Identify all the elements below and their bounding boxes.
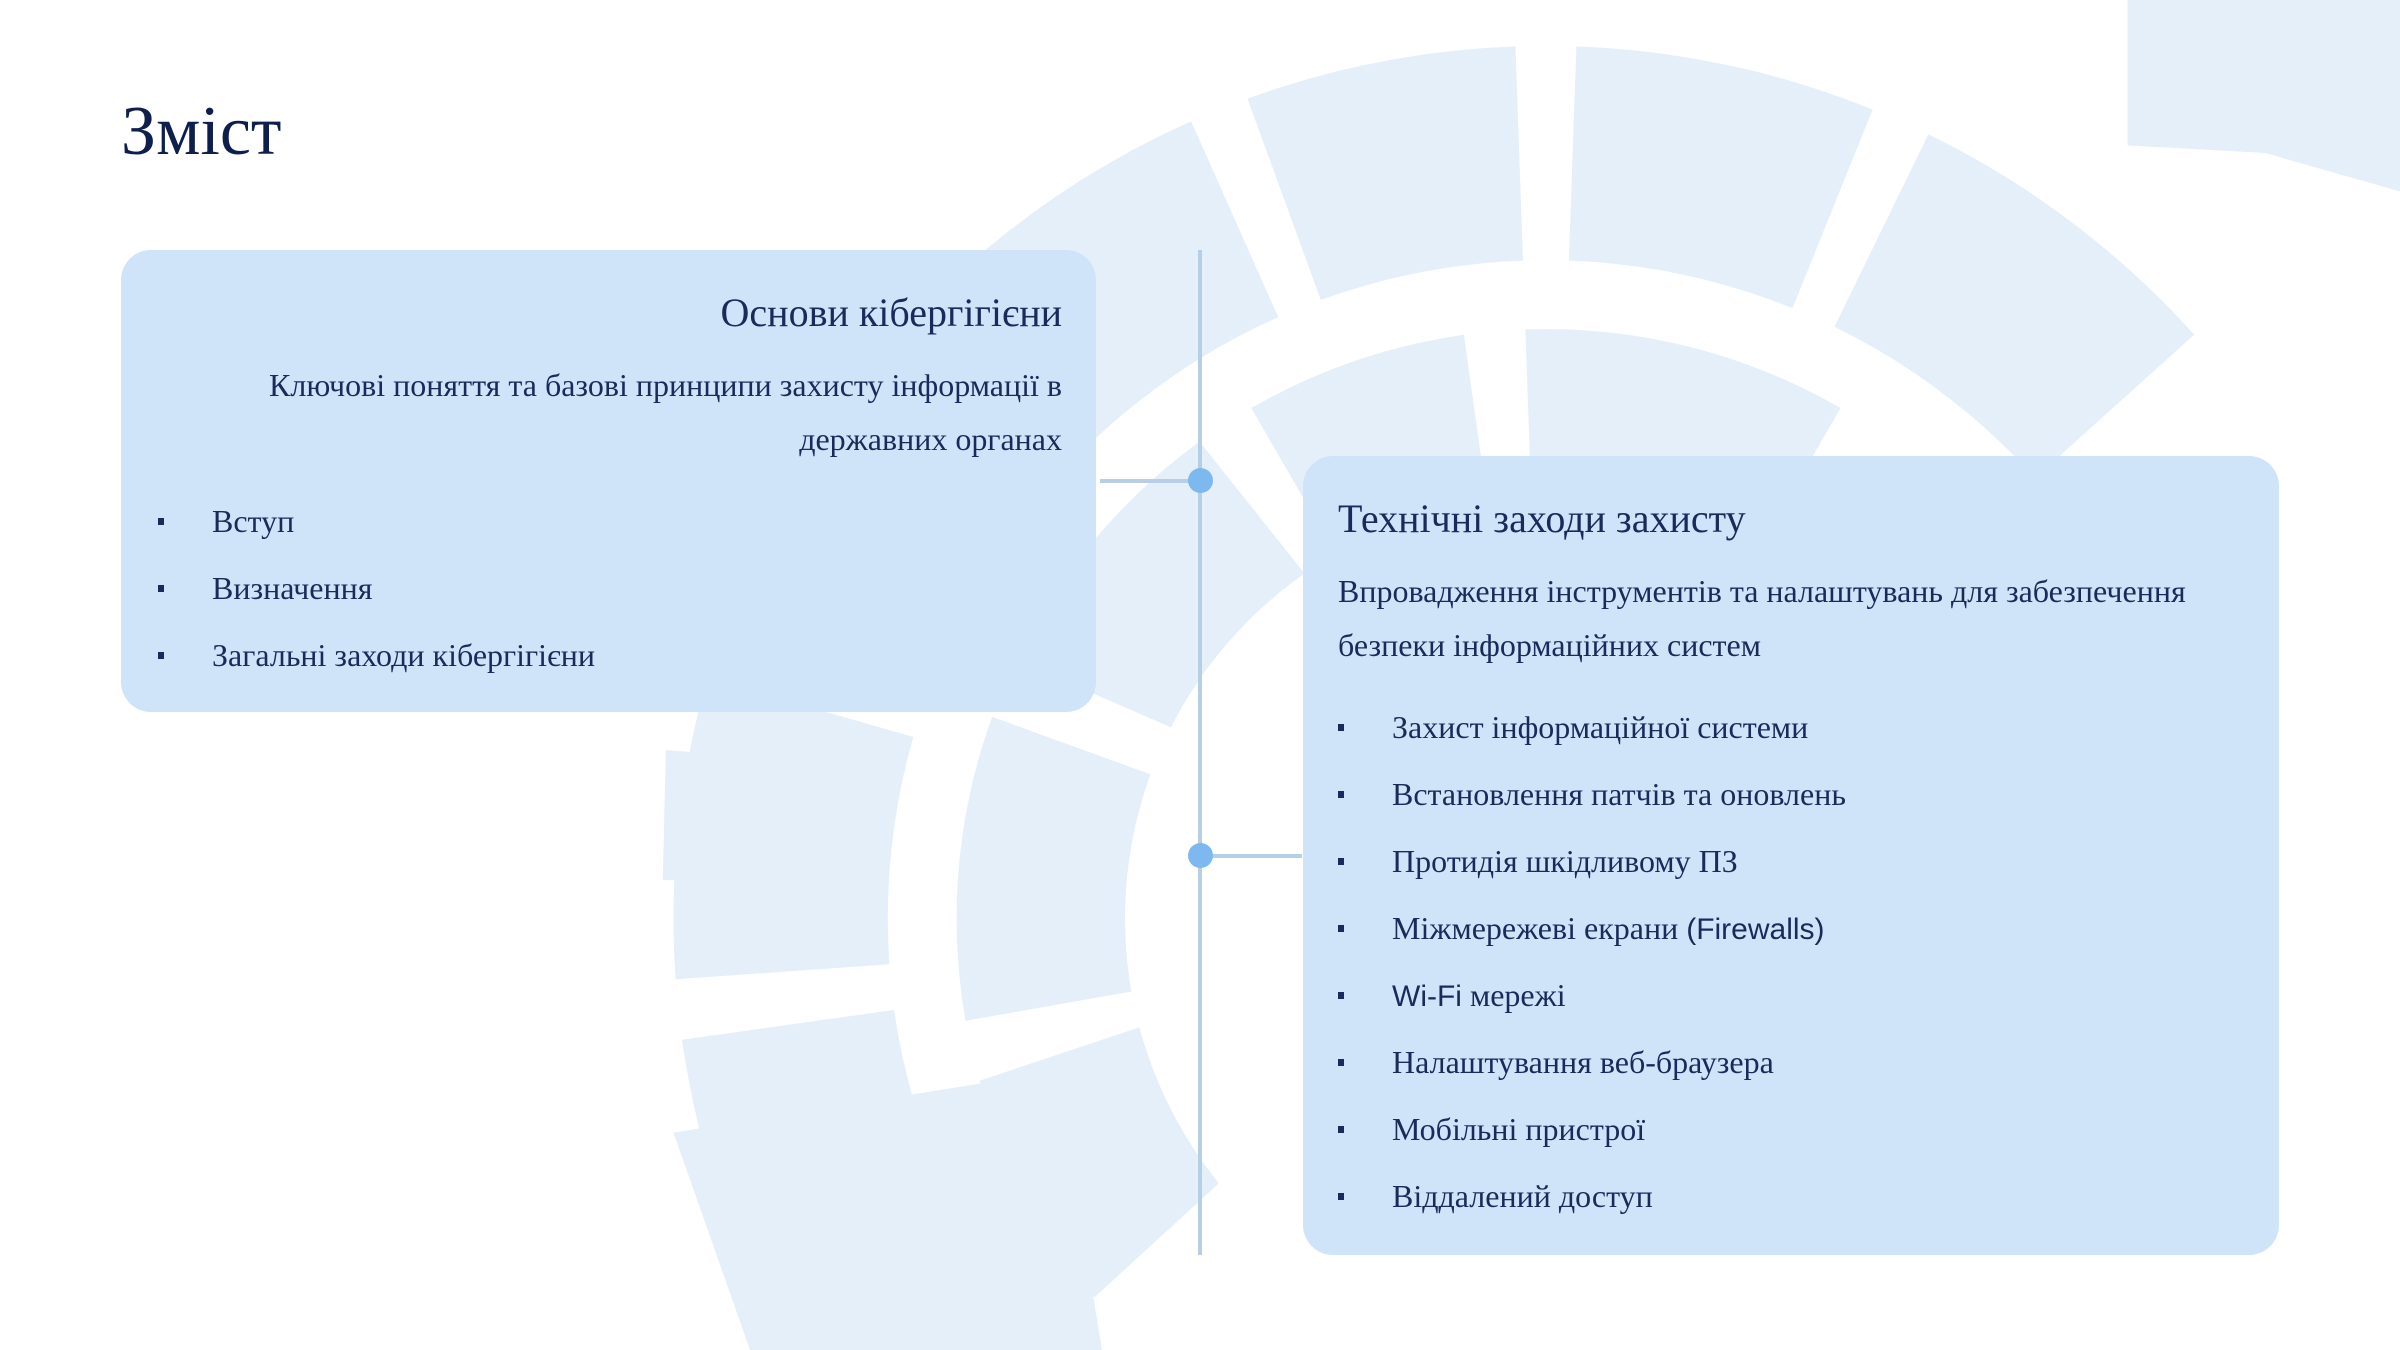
list-item-label: Міжмережеві екрани [1392,910,1687,946]
section-item-list: Вступ Визначення Загальні заходи кібергі… [158,488,1062,689]
timeline-connector [1100,479,1200,483]
list-item-label: Захист інформаційної системи [1392,709,1809,745]
bullet-icon [1338,1126,1344,1133]
background-block [673,1071,1103,1350]
timeline-connector [1200,854,1302,858]
timeline-node [1188,468,1213,493]
section-heading: Технічні заходи захисту [1338,496,1746,541]
section-card-technical-measures: Технічні заходи захисту Впровадження інс… [1303,456,2279,1255]
bullet-icon [158,585,164,592]
background-ring-segment [1247,46,1523,300]
bullet-icon [1338,791,1344,798]
list-item-label: Встановлення патчів та оновлень [1392,776,1846,812]
list-item-label: Вступ [212,503,295,539]
list-item[interactable]: Протидія шкідливому ПЗ [1338,828,2245,895]
timeline-node [1188,843,1213,868]
background-block [2127,0,2400,192]
list-item[interactable]: Wi-Fi мережі [1338,962,2245,1029]
list-item-label: Загальні заходи кібергігієни [212,637,596,673]
bullet-icon [158,652,164,659]
bullet-icon [1338,1193,1344,1200]
bullet-icon [1338,992,1344,999]
list-item[interactable]: Мобільні пристрої [1338,1096,2245,1163]
list-item-label-latin: (Firewalls) [1686,913,1825,946]
bullet-icon [1338,925,1344,932]
section-description: Впровадження інструментів та налаштувань… [1338,573,2186,663]
list-item[interactable]: Віддалений доступ [1338,1163,2245,1230]
list-item[interactable]: Міжмережеві екрани (Firewalls) [1338,895,2245,962]
list-item[interactable]: Встановлення патчів та оновлень [1338,761,2245,828]
list-item-label: Мобільні пристрої [1392,1111,1646,1147]
section-description: Ключові поняття та базові принципи захис… [269,367,1062,457]
section-item-list: Захист інформаційної системи Встановленн… [1338,694,2245,1230]
timeline-line [1198,250,1202,1255]
background-ring-segment [956,716,1151,1021]
bullet-icon [158,518,164,525]
list-item-label: Віддалений доступ [1392,1178,1653,1214]
page-title: Зміст [121,93,282,170]
bullet-icon [1338,724,1344,731]
list-item[interactable]: Загальні заходи кібергігієни [158,622,1062,689]
list-item[interactable]: Вступ [158,488,1062,555]
section-heading: Основи кібергігієни [720,290,1062,335]
background-ring-segment [1834,134,2195,479]
background-ring-segment [1568,46,1873,309]
list-item-label: Протидія шкідливому ПЗ [1392,843,1738,879]
section-card-cyber-hygiene-basics: Основи кібергігієни Ключові поняття та б… [121,250,1096,712]
bullet-icon [1338,858,1344,865]
list-item[interactable]: Налаштування веб-браузера [1338,1029,2245,1096]
list-item[interactable]: Визначення [158,555,1062,622]
list-item-label-latin: Wi-Fi [1392,980,1462,1013]
background-block [662,750,858,881]
bullet-icon [1338,1059,1344,1066]
list-item[interactable]: Захист інформаційної системи [1338,694,2245,761]
list-item-label: Визначення [212,570,373,606]
list-item-label: мережі [1461,977,1566,1013]
list-item-label: Налаштування веб-браузера [1392,1044,1774,1080]
